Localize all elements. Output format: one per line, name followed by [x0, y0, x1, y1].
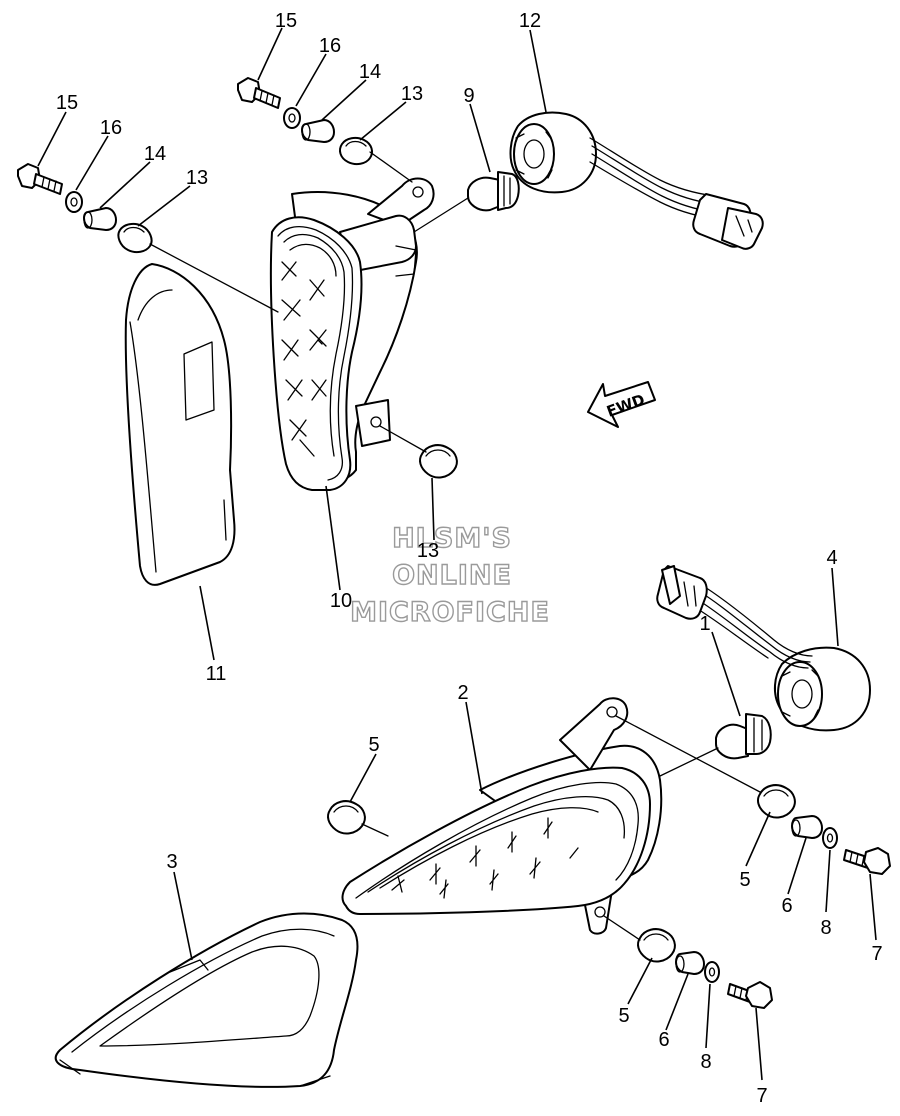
- part-11-cover: [124, 263, 236, 586]
- part-10-lens-housing: [269, 177, 435, 491]
- part-3-cover: [54, 912, 359, 1088]
- callout-16-left: 16: [100, 117, 122, 139]
- watermark-line-1: HLSM'S: [392, 523, 512, 554]
- part-4-socket-harness: [656, 565, 871, 732]
- callout-2: 2: [457, 682, 468, 704]
- part-13-grommet-lower: [419, 444, 458, 479]
- part-7-bolt-b: [727, 981, 773, 1009]
- callout-15-left: 15: [56, 92, 78, 114]
- part-7-bolt-a: [843, 847, 891, 875]
- callout-1: 1: [699, 613, 710, 635]
- watermark-line-3: MICROFICHE: [350, 597, 550, 628]
- part-1-bulb: [715, 713, 772, 760]
- callout-8-right: 8: [820, 917, 831, 939]
- leader-lines: [37, 27, 877, 1081]
- watermark-line-2: ONLINE: [392, 560, 512, 591]
- callout-13-lower: 13: [417, 540, 439, 562]
- callout-6-right: 6: [781, 895, 792, 917]
- callout-5-right: 5: [739, 869, 750, 891]
- callout-4: 4: [826, 547, 837, 569]
- part-6-collar-a: [791, 815, 823, 839]
- callout-12: 12: [519, 10, 541, 32]
- callout-8-bottom: 8: [700, 1051, 711, 1073]
- callout-5-bottom: 5: [618, 1005, 629, 1027]
- part-2-lens-housing: [341, 697, 663, 935]
- callout-7-right: 7: [871, 943, 882, 965]
- part-5-grommet-b: [757, 784, 796, 819]
- part-16-washer-a: [65, 191, 83, 213]
- part-14-collar-a: [83, 207, 117, 231]
- callout-6-bottom: 6: [658, 1029, 669, 1051]
- watermark: HLSM'S ONLINE MICROFICHE: [349, 522, 550, 628]
- callout-14-top: 14: [359, 61, 381, 83]
- part-5-grommet-a: [327, 800, 366, 835]
- part-9-bulb: [467, 171, 520, 212]
- callout-11: 11: [206, 663, 227, 685]
- part-14-collar-b: [301, 119, 335, 143]
- part-8-washer-a: [822, 827, 838, 849]
- callout-7-bottom: 7: [756, 1085, 767, 1107]
- forward-arrow-icon: FWD: [587, 381, 656, 428]
- callout-5-left: 5: [368, 734, 379, 756]
- callout-10: 10: [330, 590, 352, 612]
- callout-13-left: 13: [186, 167, 208, 189]
- callout-15-top: 15: [275, 10, 297, 32]
- callout-14-left: 14: [144, 143, 166, 165]
- part-5-grommet-c: [637, 928, 676, 963]
- part-15-bolt-a: [17, 163, 63, 195]
- part-12-socket-harness: [509, 111, 764, 250]
- callout-9: 9: [463, 85, 474, 107]
- part-15-bolt-b: [237, 77, 281, 109]
- part-13-grommet-upper-a: [117, 222, 153, 254]
- part-8-washer-b: [704, 961, 720, 983]
- part-13-grommet-upper-b: [339, 136, 373, 166]
- callout-16-top: 16: [319, 35, 341, 57]
- callout-numbers: 15 16 14 13 15 16 14 13 9 12 13 10 11 4 …: [56, 10, 883, 1107]
- part-6-collar-b: [675, 951, 705, 975]
- callout-3: 3: [166, 851, 177, 873]
- callout-13-top: 13: [401, 83, 423, 105]
- part-16-washer-b: [283, 107, 301, 129]
